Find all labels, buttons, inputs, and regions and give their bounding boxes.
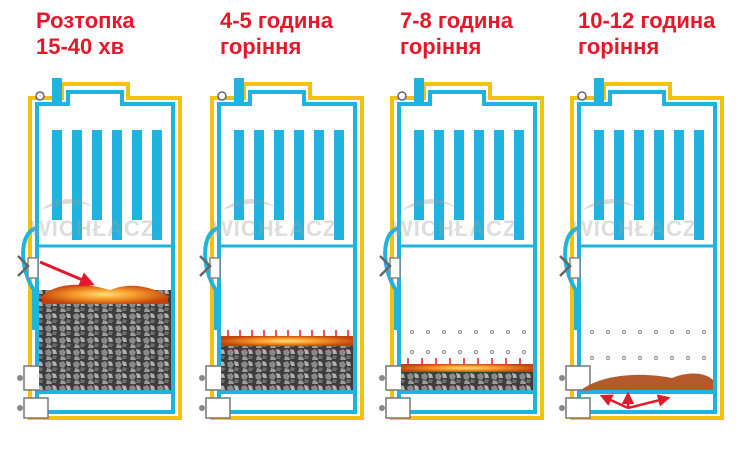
watermark-logo: WICHŁACZ: [30, 198, 155, 241]
stage-4-title: 10-12 година горіння: [578, 8, 715, 60]
boiler-3: WICHŁACZ: [377, 76, 544, 420]
stage-3-title-line1: 7-8 година: [400, 8, 513, 33]
watermark-text: WICHŁACZ: [30, 216, 155, 241]
fire-zone: [401, 364, 533, 372]
coal-bed-low: [401, 368, 533, 390]
watermark-logo: WICHŁACZ: [212, 198, 337, 241]
coal-bed-full: [39, 290, 171, 390]
watermark-logo: WICHŁACZ: [572, 198, 697, 241]
watermark-text: WICHŁACZ: [572, 216, 697, 241]
flame-tips: [227, 330, 349, 336]
gas-dots: [590, 330, 706, 360]
coal-bed-half: [221, 340, 353, 390]
flame-tips: [407, 358, 521, 364]
air-arrows: [599, 391, 671, 410]
ash-layer: [581, 373, 713, 390]
stage-4-title-line2: горіння: [578, 34, 660, 59]
stage-2-title-line1: 4-5 година: [220, 8, 333, 33]
watermark-text: WICHŁACZ: [212, 216, 337, 241]
stage-3-title-line2: горіння: [400, 34, 482, 59]
watermark-text: WICHŁACZ: [392, 216, 517, 241]
stage-1-title-line2: 15-40 хв: [36, 34, 125, 59]
boiler-4: WICHŁACZ: [557, 76, 724, 420]
fire-zone: [221, 336, 353, 346]
stage-4-title-line1: 10-12 година: [578, 8, 716, 33]
gas-dots: [410, 330, 526, 354]
stage-2-title-line2: горіння: [220, 34, 302, 59]
stage-3-title: 7-8 година горіння: [400, 8, 513, 60]
stage-1-title-line1: Розтопка: [36, 8, 135, 33]
stage-2-title: 4-5 година горіння: [220, 8, 333, 60]
boiler-1: WICHŁACZ: [15, 76, 182, 420]
boiler-2: WICHŁACZ: [197, 76, 364, 420]
stage-1-title: Розтопка 15-40 хв: [36, 8, 135, 60]
ignition-arrow: [39, 260, 95, 287]
watermark-logo: WICHŁACZ: [392, 198, 517, 241]
fire-zone: [42, 284, 168, 304]
